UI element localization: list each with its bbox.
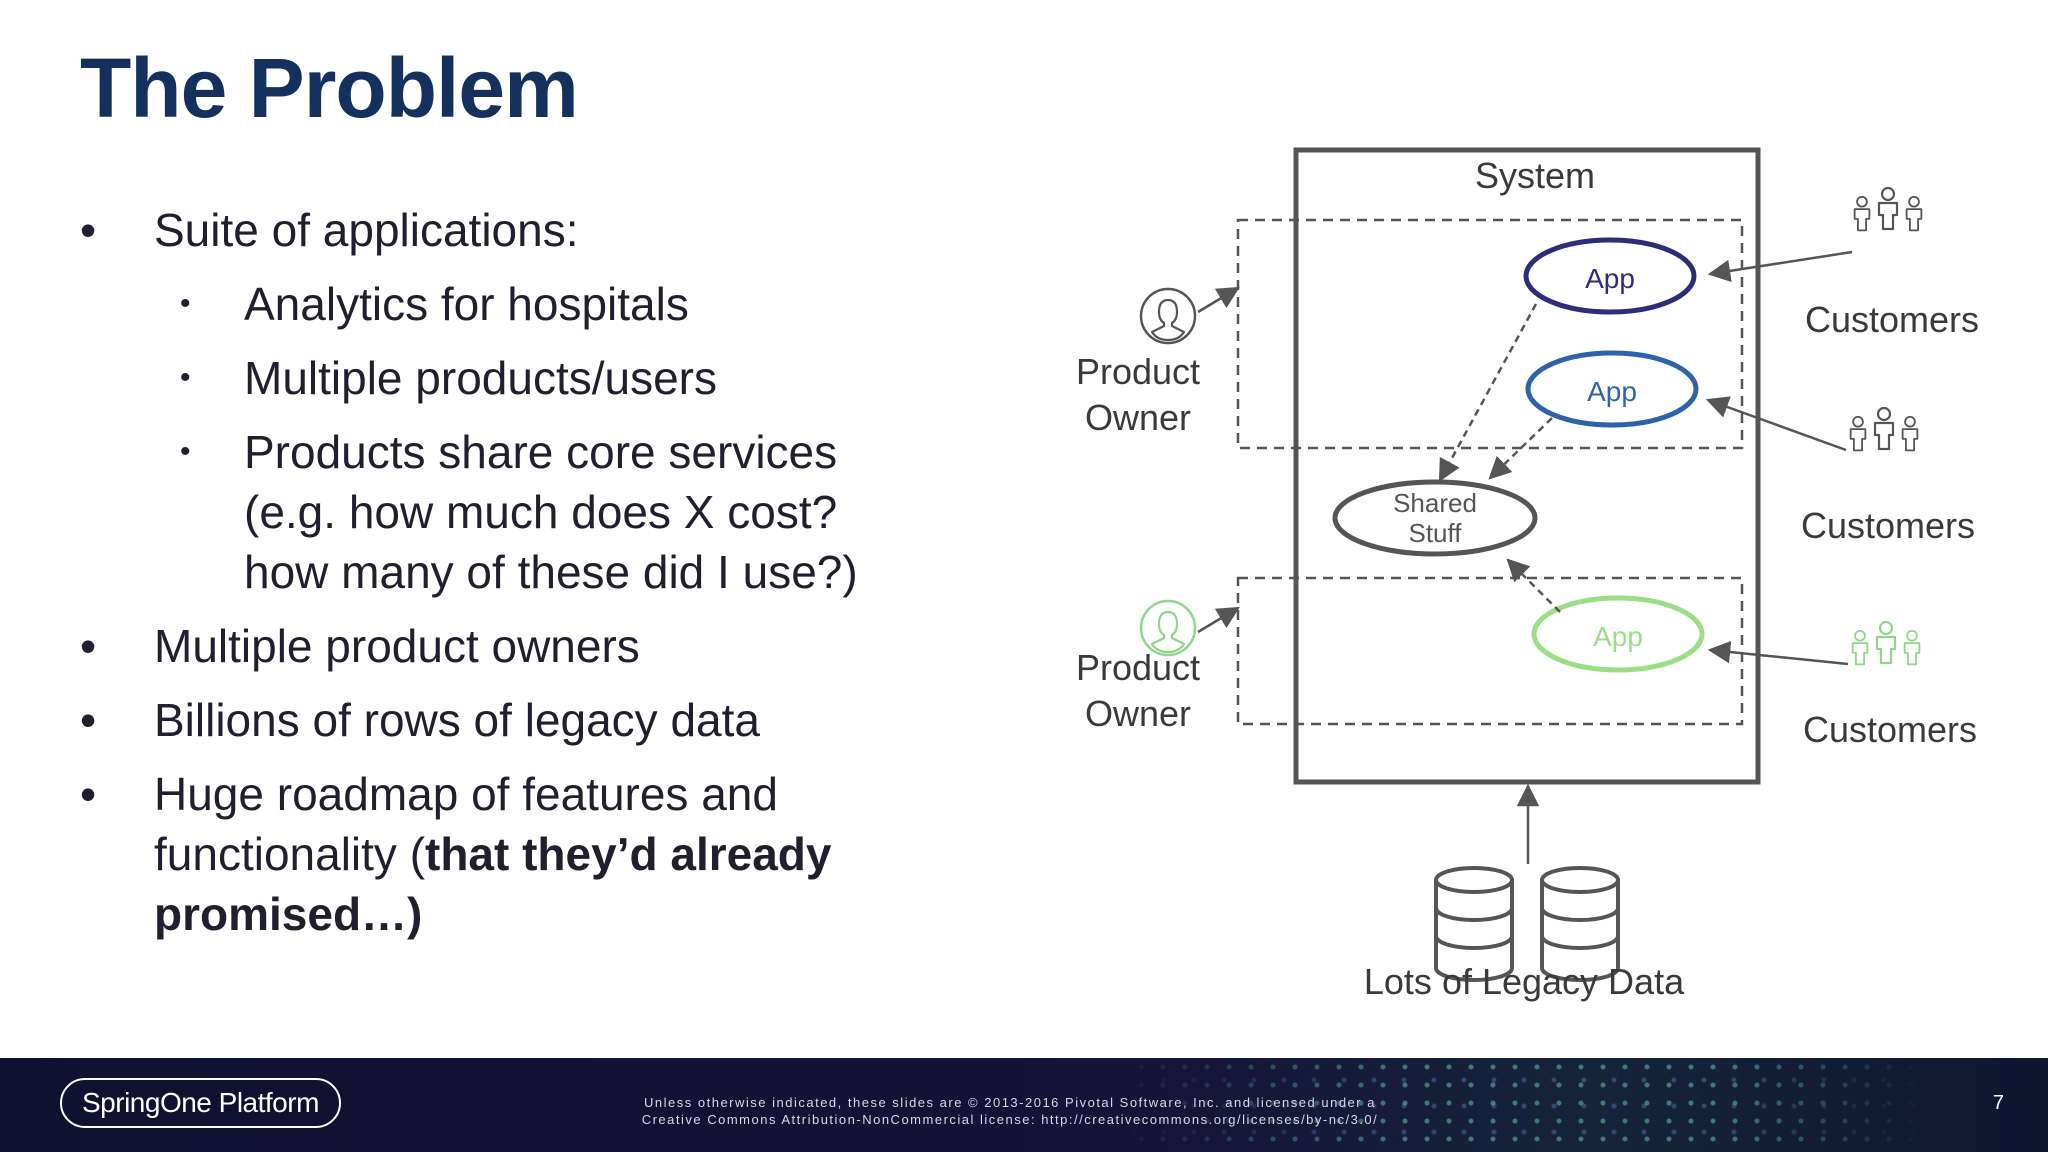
customers-group-icon (1849, 406, 1919, 452)
app-node-2-label: App (1587, 376, 1637, 407)
product-owner-icon (1139, 287, 1197, 345)
bullet-dot: • (180, 287, 191, 320)
bullet-dot: • (80, 694, 97, 746)
bullet-item: • Multiple product owners (80, 616, 980, 676)
app-node-1 (1523, 237, 1697, 315)
bullet-text: Suite of applications: (154, 204, 579, 256)
product-owner-label: Owner (1085, 693, 1191, 734)
bullet-list: • Suite of applications: • Analytics for… (80, 200, 980, 958)
sub-bullet-item: • Analytics for hospitals (80, 274, 980, 334)
customer-arrow (1705, 396, 1847, 452)
customers-label: Customers (1803, 709, 1977, 750)
owner-arrow (1197, 606, 1240, 634)
app-node-3-label: App (1593, 621, 1643, 652)
customers-label: Customers (1801, 505, 1975, 546)
shared-stuff-label: Stuff (1408, 518, 1462, 548)
product-boundary-bottom (1236, 576, 1744, 726)
dependency-arrow (1438, 303, 1538, 482)
footer-bar: SpringOne Platform Unless otherwise indi… (0, 1058, 2048, 1152)
dependency-arrow (1488, 417, 1553, 480)
brand-logo: SpringOne Platform (60, 1078, 341, 1128)
product-owner-label: Product (1076, 647, 1200, 688)
footer-pattern (1108, 1058, 1928, 1152)
bullet-emphasis: promised…) (154, 888, 423, 940)
product-owner-label: Product (1076, 351, 1200, 392)
bullet-text: how many of these did I use?) (244, 546, 858, 598)
customers-label: Customers (1805, 299, 1979, 340)
app-node-2 (1525, 350, 1699, 428)
system-box (1293, 147, 1761, 785)
customer-arrow (1707, 250, 1853, 283)
legal-line: Creative Commons Attribution-NonCommerci… (641, 1112, 1379, 1127)
bullet-text: Billions of rows of legacy data (154, 694, 760, 746)
bullet-text-line: functionality (that they’d already (154, 824, 980, 884)
bullet-text: (e.g. how much does X cost? (244, 486, 838, 538)
product-owner-label: Owner (1085, 397, 1191, 438)
bullet-dot: • (180, 435, 191, 468)
sub-bullet-item: • Multiple products/users (80, 348, 980, 408)
sub-bullet-item: • Products share core services (e.g. how… (80, 422, 980, 602)
bullet-text: Analytics for hospitals (244, 278, 689, 330)
customers-group-icon (1853, 186, 1923, 232)
legal-notice: Unless otherwise indicated, these slides… (600, 1094, 1420, 1128)
dependency-arrow (1506, 558, 1561, 613)
page-number: 7 (1992, 1092, 2004, 1114)
bullet-text: Huge roadmap of features and (154, 768, 778, 820)
legacy-data-label: Lots of Legacy Data (1364, 961, 1685, 1002)
bullet-text: Products share core services (244, 426, 838, 478)
customers-group-icon (1851, 620, 1921, 666)
app-node-3 (1531, 595, 1705, 673)
owner-arrow (1197, 286, 1240, 314)
legal-line: Unless otherwise indicated, these slides… (644, 1095, 1376, 1110)
system-label: System (1475, 155, 1595, 196)
bullet-dot: • (180, 361, 191, 394)
slide-title: The Problem (80, 41, 579, 135)
app-node-1-label: App (1585, 263, 1635, 294)
system-diagram: System App App App Shared Stuff Product … (1076, 147, 1979, 1002)
bullet-text: Multiple products/users (244, 352, 717, 404)
shared-stuff-node (1332, 479, 1538, 557)
bullet-dot: • (80, 768, 97, 820)
bullet-text: Multiple product owners (154, 620, 640, 672)
bullet-item: • Billions of rows of legacy data (80, 690, 980, 750)
product-boundary-top (1236, 218, 1744, 450)
shared-stuff-label: Shared (1393, 488, 1477, 518)
bullet-item: • Suite of applications: (80, 200, 980, 260)
customer-arrow (1707, 640, 1849, 666)
bullet-emphasis: that they’d already (425, 828, 832, 880)
bullet-dot: • (80, 620, 97, 672)
bullet-item: • Huge roadmap of features and functiona… (80, 764, 980, 944)
bullet-text: functionality ( (154, 828, 426, 880)
bullet-dot: • (80, 204, 97, 256)
